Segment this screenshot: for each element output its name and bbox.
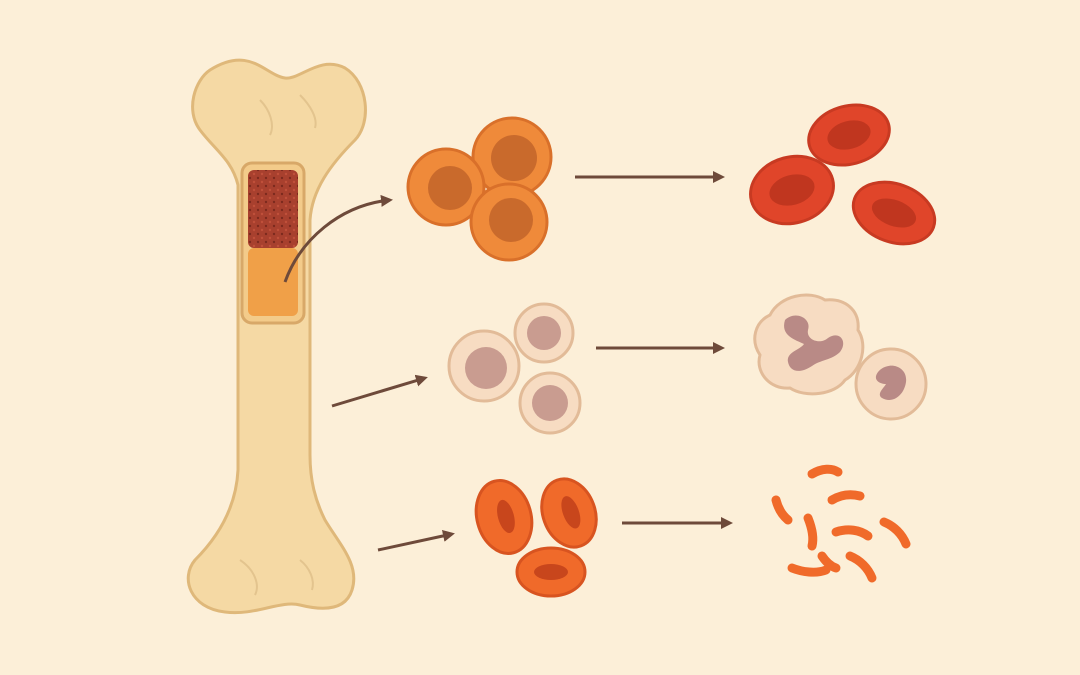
platelet xyxy=(803,513,818,551)
platelet xyxy=(807,464,843,479)
platelet-precursor-cell xyxy=(474,479,534,555)
pale-progenitor-cell xyxy=(518,371,582,435)
white-blood-cell-round xyxy=(854,347,928,421)
arrow-bone-to-platelet-line xyxy=(377,530,455,552)
platelet xyxy=(787,563,831,577)
red-blood-cell xyxy=(807,103,891,167)
arrow-marrow-to-red-line xyxy=(283,194,393,283)
orange-progenitor-cells xyxy=(406,116,553,262)
arrow-bone-to-white-line xyxy=(331,374,428,408)
megakaryocyte-like-cells xyxy=(474,477,598,598)
platelet xyxy=(845,551,877,583)
platelet xyxy=(879,517,911,549)
pale-progenitor-cell xyxy=(447,329,521,403)
platelet xyxy=(827,490,865,505)
platelet-precursor-cell xyxy=(515,546,587,598)
pale-progenitor-cells xyxy=(447,302,582,435)
red-blood-cells xyxy=(749,103,937,246)
pale-progenitor-cell xyxy=(513,302,575,364)
red-blood-cell xyxy=(749,154,835,226)
bone-texture-line xyxy=(239,559,258,596)
platelets xyxy=(771,464,911,583)
yellow-marrow xyxy=(248,248,298,316)
progenitor-cell xyxy=(469,182,549,262)
red-blood-cell xyxy=(851,180,937,246)
progenitor-cell xyxy=(406,147,486,227)
platelet-precursor-cell xyxy=(540,477,598,549)
bone-texture-line xyxy=(259,99,273,136)
kidney-nucleus xyxy=(875,365,907,401)
bone-shape xyxy=(186,58,367,615)
platelet xyxy=(771,495,793,525)
white-blood-cell-irregular xyxy=(753,293,865,396)
progenitor-cell xyxy=(471,116,553,198)
white-blood-cells xyxy=(753,293,928,421)
femur-bone xyxy=(186,58,367,615)
red-marrow xyxy=(248,170,298,248)
platelet xyxy=(817,551,841,573)
bone-texture-line xyxy=(299,559,314,591)
bone-texture-line xyxy=(299,94,317,129)
platelet xyxy=(831,525,873,541)
segmented-nucleus xyxy=(784,315,844,371)
